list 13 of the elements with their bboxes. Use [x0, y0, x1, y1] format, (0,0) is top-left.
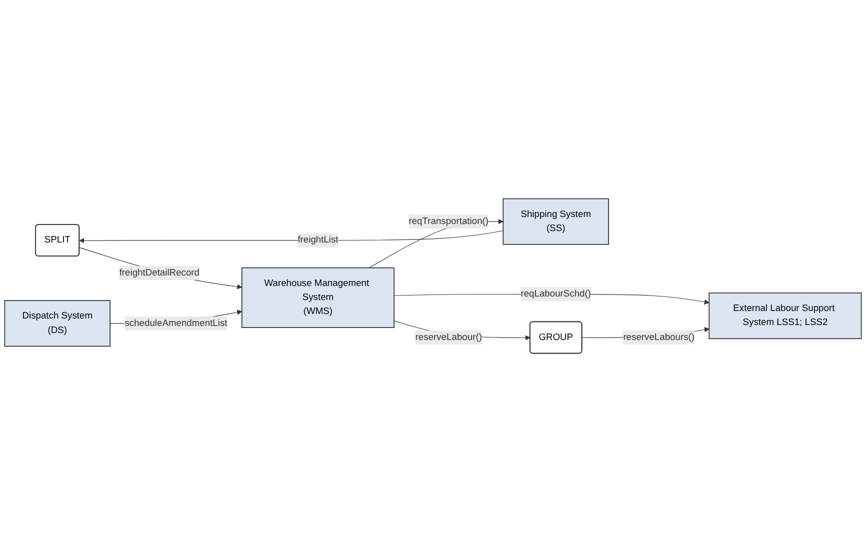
edge-label: reserveLabour() — [415, 332, 482, 342]
node-box: Warehouse Management System (WMS) — [241, 267, 395, 328]
edge-label: freightDetailRecord — [119, 268, 200, 278]
node-box: External Labour Support System LSS1; LSS2 — [708, 292, 862, 340]
edge-label: reserveLabours() — [623, 332, 694, 342]
arrow — [79, 230, 504, 244]
arrow — [79, 247, 242, 290]
edge-label: scheduleAmendmentList — [124, 318, 228, 328]
node-box: Shipping System (SS) — [502, 198, 609, 245]
edge-label: reqLabourSchd() — [520, 288, 591, 299]
node-box: Dispatch System (DS) — [4, 300, 110, 347]
edge-label: reqTransportation() — [408, 216, 489, 226]
edge-label: freightList — [298, 235, 338, 245]
